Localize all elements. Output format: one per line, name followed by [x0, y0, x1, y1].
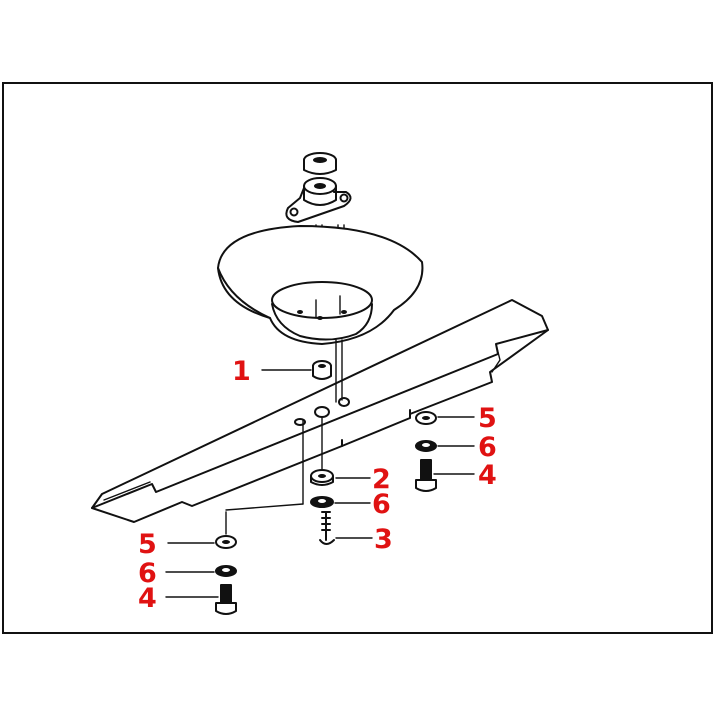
callout-4-right: 4 — [478, 460, 497, 491]
callout-2: 2 — [372, 464, 391, 495]
callout-6-left: 6 — [138, 558, 157, 589]
part-3-bolt-center — [319, 511, 335, 545]
bowl-deflector — [217, 225, 424, 345]
part-1-spacer — [312, 360, 332, 380]
callout-5-left: 5 — [138, 529, 157, 560]
part-4-bolt-right — [415, 459, 437, 492]
top-nut — [303, 152, 337, 175]
part-4-bolt-left — [215, 584, 237, 615]
diagram-frame — [2, 82, 713, 634]
part-5-washer-right — [415, 411, 437, 425]
callout-labels: 1 2 3 4 4 5 5 6 6 6 — [138, 356, 497, 614]
callout-6-right: 6 — [478, 432, 497, 463]
callout-1: 1 — [232, 356, 251, 387]
callout-6-center: 6 — [372, 489, 391, 520]
leader-lines — [165, 369, 475, 598]
callout-3: 3 — [374, 524, 393, 555]
mower-blade — [91, 299, 549, 523]
blade-bolts-guides — [225, 339, 343, 535]
part-5-washer-left — [215, 535, 237, 549]
part-6-lockwasher-center — [310, 496, 334, 508]
callout-5-right: 5 — [478, 403, 497, 434]
hub-bearing — [285, 177, 352, 223]
part-6-lockwasher-right — [415, 440, 437, 452]
part-2-washer-center — [310, 469, 334, 486]
part-6-lockwasher-left — [215, 565, 237, 577]
callout-4-left: 4 — [138, 583, 157, 614]
